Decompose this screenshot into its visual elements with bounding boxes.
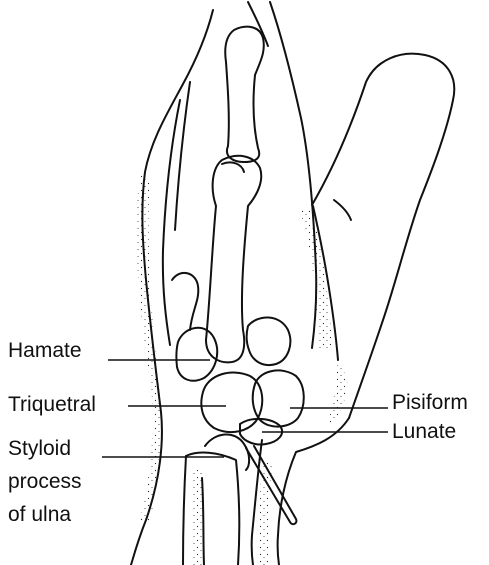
ring-metacarpal bbox=[172, 273, 198, 330]
finger-outline bbox=[270, 2, 316, 348]
arm-right-edge bbox=[278, 418, 349, 565]
metacarpal bbox=[206, 156, 261, 362]
label-pisiform: Pisiform bbox=[392, 390, 468, 415]
thumb-outline bbox=[312, 54, 454, 418]
proximal-phalanx bbox=[225, 27, 264, 162]
capitate-bone bbox=[247, 317, 291, 365]
label-styloid-line1: Styloid bbox=[8, 436, 71, 461]
label-styloid-line3: of ulna bbox=[8, 502, 71, 527]
label-hamate: Hamate bbox=[8, 338, 82, 363]
thumb-crease bbox=[334, 200, 351, 220]
label-styloid-line2: process bbox=[8, 469, 82, 494]
label-triquetral: Triquetral bbox=[8, 392, 96, 417]
label-lunate: Lunate bbox=[392, 419, 456, 444]
